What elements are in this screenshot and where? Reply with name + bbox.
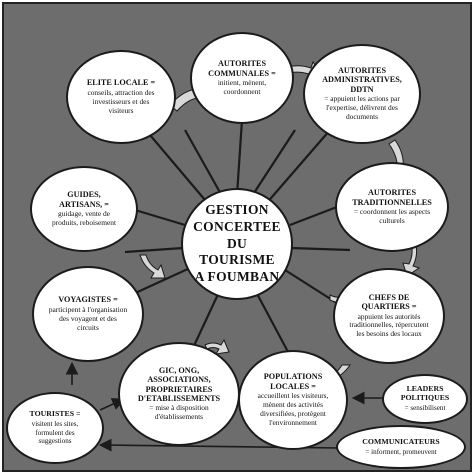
node-touristes: TOURISTES = visitent les sites, formulen… [6,392,104,464]
spoke-extra-4 [124,246,184,254]
node-desc: accueillent les visiteurs, mènent des ac… [257,391,329,427]
node-desc: visitent les sites, formulent des sugges… [31,420,79,446]
node-title: LEADERS POLITIQUES [400,384,450,403]
node-title: GIC, ONG, ASSOCIATIONS, PROPRIETAIRES D'… [137,365,221,404]
node-desc: = mise à disposition d'établissements [149,403,209,422]
node-elite-locale: ELITE LOCALE = conseils, attraction des … [66,50,176,144]
node-desc: = coordonnent les aspects culturels [353,207,431,225]
node-desc: guidage, vente de produits, reboisement [51,209,117,227]
center-title: GESTION CONCERTEE DU TOURISME A FOUMBAN [193,201,281,285]
node-gic-ong: GIC, ONG, ASSOCIATIONS, PROPRIETAIRES D'… [118,342,240,446]
node-desc: participent à l'organisation des voyagen… [48,304,128,332]
node-desc: appuient les autorités traditionnelles, … [349,311,429,339]
node-title: AUTORITES TRADITIONNELLES [352,188,432,207]
node-title: POPULATIONS LOCALES = [263,372,323,391]
node-title: VOYAGISTES = [58,295,118,305]
node-autorites-traditionnelles: AUTORITES TRADITIONNELLES = coordonnent … [335,162,449,252]
node-leaders-politiques: LEADERS POLITIQUES = sensibilisent [382,374,468,424]
node-voyagistes: VOYAGISTES = participent à l'organisatio… [32,266,144,362]
spoke-autorites-communales [235,119,244,196]
spoke-autorites-administratives [264,129,331,206]
node-title: AUTORITES COMMUNALES = [208,59,276,78]
ring-arrow-9 [139,254,166,279]
node-populations-locales: POPULATIONS LOCALES = accueillent les vi… [238,350,348,450]
node-title: AUTORITES ADMINISTRATIVES, DDTN [322,66,402,94]
node-title: COMMUNICATEURS [362,436,440,446]
node-desc: conseils, attraction des investisseurs e… [87,87,155,115]
node-title: CHEFS DE QUARTIERS = [361,292,417,312]
node-chefs-quartiers: CHEFS DE QUARTIERS = appuient les autori… [333,268,445,364]
center-node: GESTION CONCERTEE DU TOURISME A FOUMBAN [181,188,293,300]
node-desc: = informent, promeuvent [365,447,437,456]
node-communicateurs: COMMUNICATEURS = informent, promeuvent [336,425,466,469]
node-title: GUIDES, ARTISANS, = [59,190,109,209]
node-desc: initient, mènent, coordonnent [217,78,267,96]
node-desc: = sensibilisent [404,404,446,413]
spoke-extra-2 [251,129,296,197]
ring-arrow-11 [204,338,230,355]
spoke-extra-3 [290,246,351,252]
spoke-elite-locale [149,134,206,201]
node-desc: = appuient les actions par l'expertise, … [324,94,400,122]
node-title: ELITE LOCALE = [86,78,156,88]
spoke-extra-1 [184,129,223,197]
node-autorites-administratives: AUTORITES ADMINISTRATIVES, DDTN = appuie… [303,44,421,144]
node-title: TOURISTES = [29,409,81,419]
spoke-guides-artisans [134,208,186,227]
node-guides-artisans: GUIDES, ARTISANS, = guidage, vente de pr… [30,166,138,252]
node-autorites-communales: AUTORITES COMMUNALES = initient, mènent,… [190,32,294,124]
spoke-autorites-traditionnelles [289,203,343,227]
